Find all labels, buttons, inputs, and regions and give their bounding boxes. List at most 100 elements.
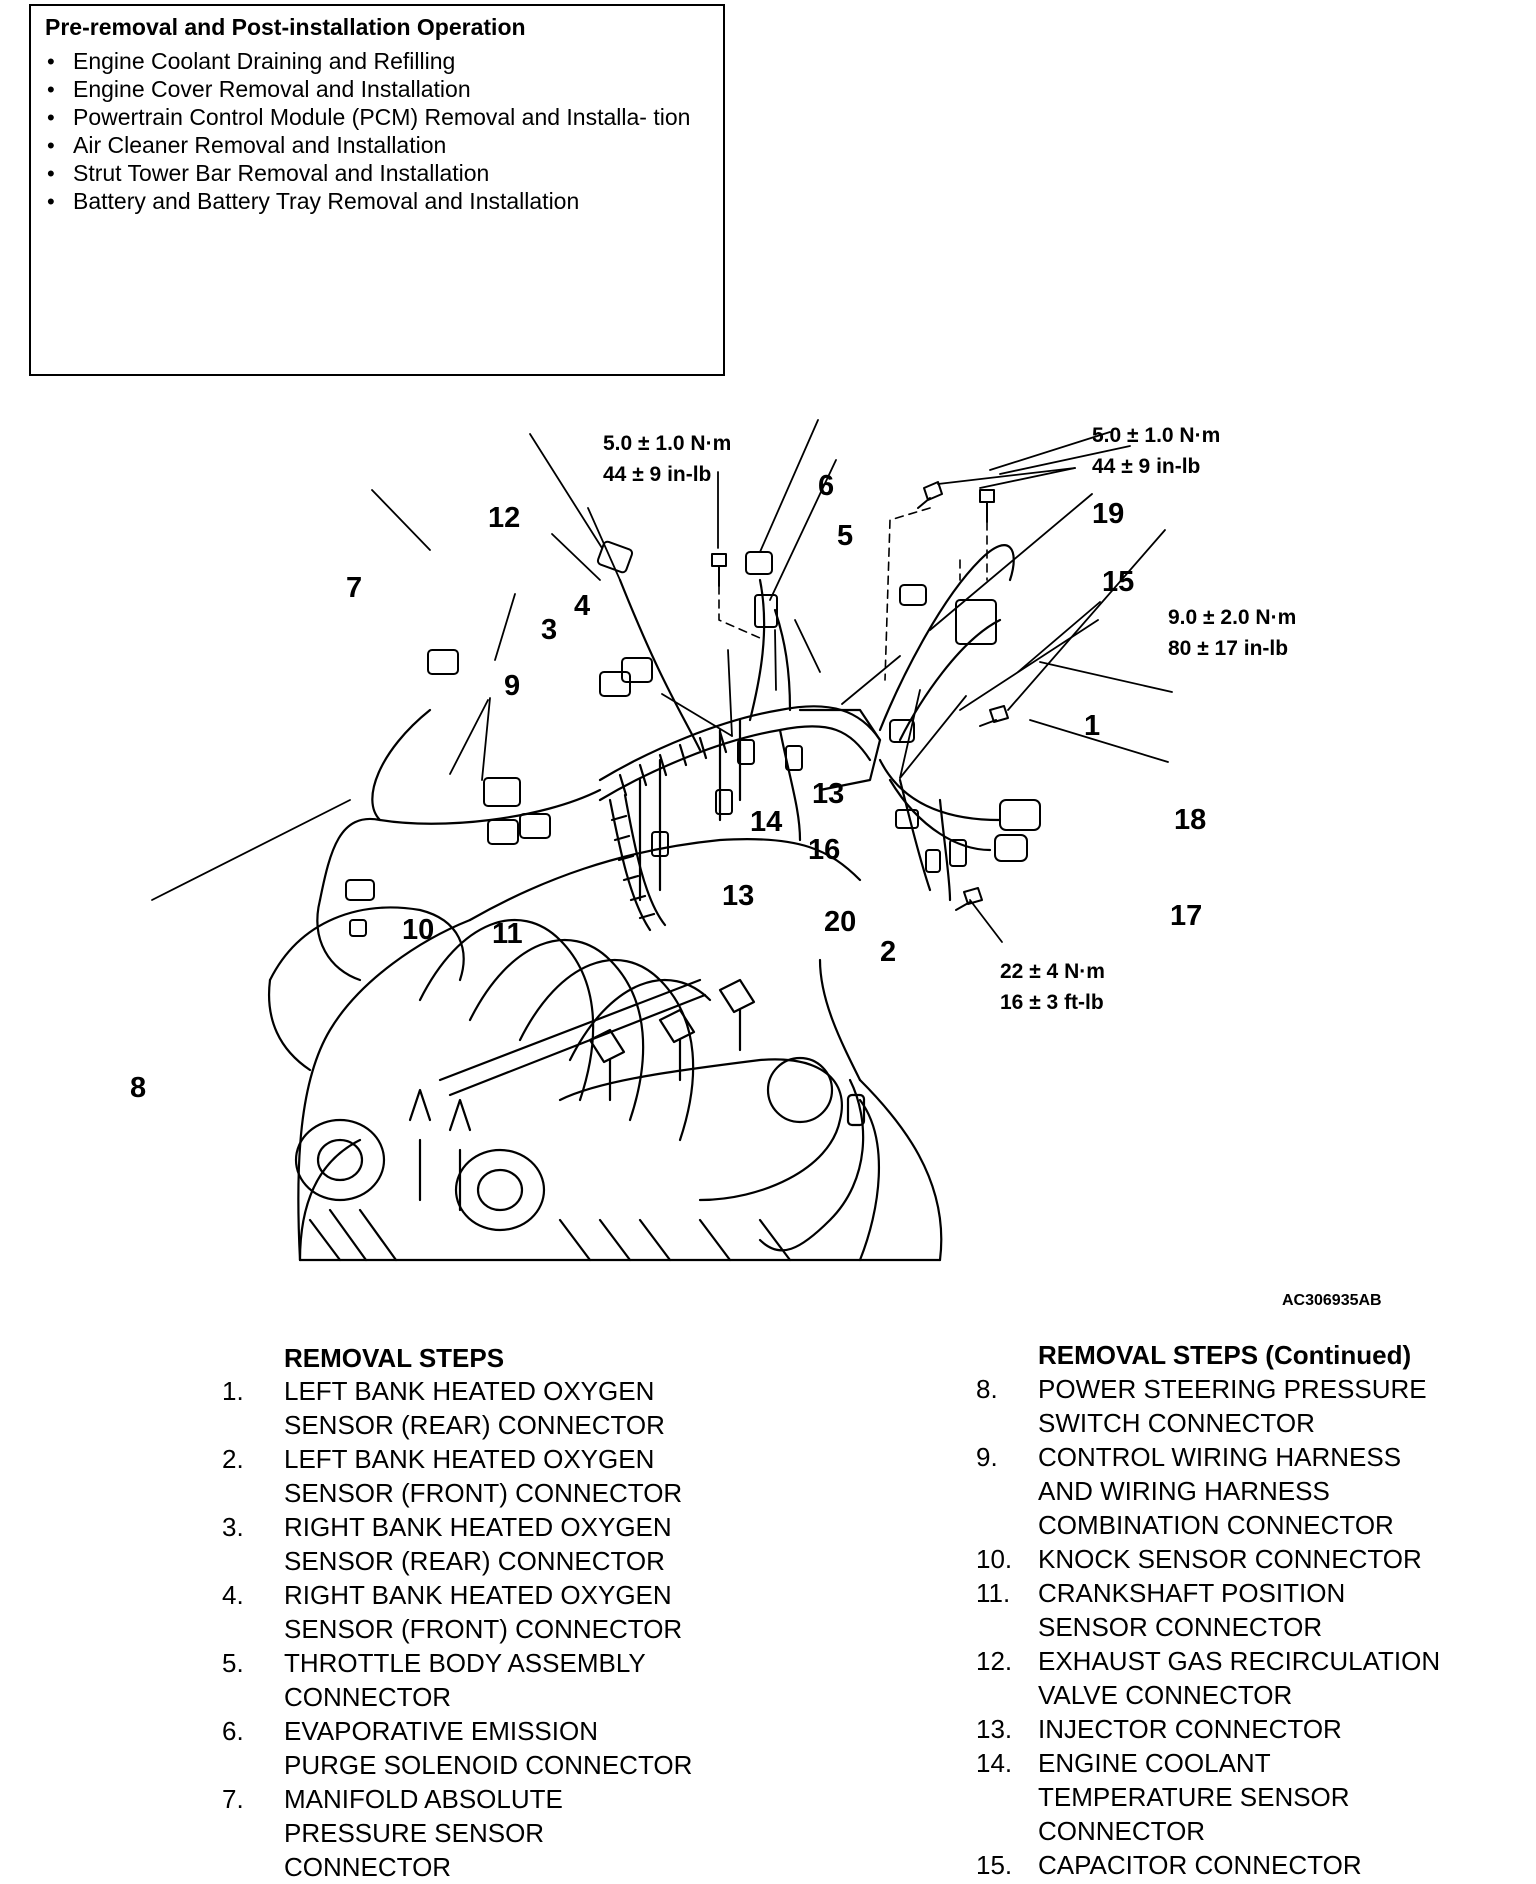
step-text: LEFT BANK HEATED OXYGEN: [284, 1444, 655, 1474]
step-text: CAPACITOR CONNECTOR: [1038, 1850, 1362, 1880]
step-number: 3.: [222, 1512, 244, 1542]
callout-10: 10: [402, 914, 435, 946]
torque-metric: 22 ± 4 N·m: [1000, 960, 1105, 983]
torque-imperial: 44 ± 9 in-lb: [603, 463, 712, 486]
callout-14: 14: [750, 806, 783, 838]
step-number: 1.: [222, 1376, 244, 1406]
step-number: 9.: [976, 1442, 998, 1472]
step-number: 6.: [222, 1716, 244, 1746]
step-text: TEMPERATURE SENSOR: [1038, 1782, 1350, 1812]
callout-1: 1: [1084, 710, 1101, 742]
engine-block-outline: [268, 837, 943, 1262]
step-text: SENSOR (FRONT) CONNECTOR: [284, 1478, 683, 1508]
callout-5: 5: [837, 520, 854, 552]
torque-metric: 5.0 ± 1.0 N·m: [1092, 424, 1221, 447]
step-text: PURGE SOLENOID CONNECTOR: [284, 1750, 693, 1780]
step-number: 4.: [222, 1580, 244, 1610]
callout-8: 8: [130, 1072, 147, 1104]
removal-step: 3. RIGHT BANK HEATED OXYGEN SENSOR (REAR…: [222, 1510, 782, 1578]
torque-metric: 5.0 ± 1.0 N·m: [603, 432, 732, 455]
step-number: 10.: [976, 1544, 1013, 1574]
torque-label-bolt-22: 22 ± 4 N·m 16 ± 3 ft-lb: [1000, 956, 1105, 1018]
removal-steps-continued-title: REMOVAL STEPS (Continued): [1038, 1340, 1412, 1370]
callout-19: 19: [1092, 498, 1125, 530]
removal-step: 2. LEFT BANK HEATED OXYGEN SENSOR (FRONT…: [222, 1442, 782, 1510]
step-text: INJECTOR CONNECTOR: [1038, 1714, 1342, 1744]
step-text: SENSOR (FRONT) CONNECTOR: [284, 1614, 683, 1644]
wiring-harness-diagram: 5.0 ± 1.0 N·m 44 ± 9 in-lb 5.0 ± 1.0 N·m…: [0, 380, 1536, 1309]
step-text: CONNECTOR: [1038, 1816, 1206, 1846]
removal-step: 9. CONTROL WIRING HARNESS AND WIRING HAR…: [976, 1440, 1536, 1542]
dashed-guides: [718, 507, 988, 681]
callout-16: 16: [808, 834, 841, 866]
step-number: 5.: [222, 1648, 244, 1678]
step-text: SENSOR (REAR) CONNECTOR: [284, 1410, 665, 1440]
step-text: CONNECTOR: [284, 1682, 452, 1712]
pre-removal-item: Powertrain Control Module (PCM) Removal …: [41, 104, 713, 131]
engine-illustration: [151, 419, 1173, 1262]
step-text: EXHAUST GAS RECIRCULATION: [1038, 1646, 1441, 1676]
pre-removal-box: Pre-removal and Post-installation Operat…: [29, 4, 725, 376]
step-text: SENSOR (REAR) CONNECTOR: [284, 1546, 665, 1576]
torque-imperial: 80 ± 17 in-lb: [1168, 637, 1289, 660]
step-text: CONTROL WIRING HARNESS: [1038, 1442, 1402, 1472]
step-text: EVAPORATIVE EMISSION: [284, 1716, 598, 1746]
removal-step: 6. EVAPORATIVE EMISSION PURGE SOLENOID C…: [222, 1714, 782, 1782]
step-number: 15.: [976, 1850, 1013, 1880]
torque-imperial: 16 ± 3 ft-lb: [1000, 991, 1104, 1014]
callout-4: 4: [574, 590, 591, 622]
torque-metric: 9.0 ± 2.0 N·m: [1168, 606, 1297, 629]
pre-removal-item: Engine Coolant Draining and Refilling: [41, 48, 713, 75]
removal-step: 10. KNOCK SENSOR CONNECTOR: [976, 1542, 1536, 1576]
callout-6: 6: [818, 470, 835, 502]
pre-removal-item: Engine Cover Removal and Installation: [41, 76, 713, 103]
pre-removal-list: Engine Coolant Draining and Refilling En…: [41, 48, 713, 216]
removal-step: 7. MANIFOLD ABSOLUTE PRESSURE SENSOR CON…: [222, 1782, 782, 1884]
removal-step: 15. CAPACITOR CONNECTOR: [976, 1848, 1536, 1882]
step-text: CONNECTOR: [284, 1852, 452, 1882]
step-number: 8.: [976, 1374, 998, 1404]
step-text: THROTTLE BODY ASSEMBLY: [284, 1648, 646, 1678]
callout-11: 11: [492, 918, 523, 950]
torque-imperial: 44 ± 9 in-lb: [1092, 455, 1201, 478]
step-text: LEFT BANK HEATED OXYGEN: [284, 1376, 655, 1406]
removal-steps-right: REMOVAL STEPS (Continued) 8. POWER STEER…: [976, 1338, 1536, 1882]
leader-lines: [151, 419, 1173, 943]
torque-label-bolt-5-right: 5.0 ± 1.0 N·m 44 ± 9 in-lb: [1092, 420, 1220, 482]
callout-9: 9: [504, 670, 521, 702]
step-number: 13.: [976, 1714, 1013, 1744]
step-text: SWITCH CONNECTOR: [1038, 1408, 1315, 1438]
removal-step: 5. THROTTLE BODY ASSEMBLY CONNECTOR: [222, 1646, 782, 1714]
removal-step: 1. LEFT BANK HEATED OXYGEN SENSOR (REAR)…: [222, 1374, 782, 1442]
callout-3: 3: [541, 614, 558, 646]
step-number: 12.: [976, 1646, 1013, 1676]
step-text: SENSOR CONNECTOR: [1038, 1612, 1323, 1642]
step-text: CRANKSHAFT POSITION: [1038, 1578, 1346, 1608]
step-text: PRESSURE SENSOR: [284, 1818, 545, 1848]
callout-2: 2: [880, 936, 897, 968]
step-number: 2.: [222, 1444, 244, 1474]
torque-label-bolt-5-left: 5.0 ± 1.0 N·m 44 ± 9 in-lb: [603, 428, 731, 490]
callout-13-upper: 13: [812, 778, 845, 810]
connector-shapes: [345, 540, 1041, 937]
step-text: RIGHT BANK HEATED OXYGEN: [284, 1580, 672, 1610]
callout-13-lower: 13: [722, 880, 755, 912]
removal-step: 8. POWER STEERING PRESSURE SWITCH CONNEC…: [976, 1372, 1536, 1440]
callout-12: 12: [488, 502, 521, 534]
step-text: VALVE CONNECTOR: [1038, 1680, 1293, 1710]
callout-18: 18: [1174, 804, 1207, 836]
pre-removal-item: Strut Tower Bar Removal and Installation: [41, 160, 713, 187]
removal-step: 13. INJECTOR CONNECTOR: [976, 1712, 1536, 1746]
callout-7: 7: [346, 572, 363, 604]
removal-steps-left: REMOVAL STEPS 1. LEFT BANK HEATED OXYGEN…: [222, 1342, 782, 1884]
step-number: 11.: [976, 1578, 1011, 1608]
callout-17: 17: [1170, 900, 1203, 932]
bolt-shapes: [711, 481, 1009, 911]
step-number: 14.: [976, 1748, 1013, 1778]
removal-step: 14. ENGINE COOLANT TEMPERATURE SENSOR CO…: [976, 1746, 1536, 1848]
step-text: KNOCK SENSOR CONNECTOR: [1038, 1544, 1422, 1574]
removal-step: 11. CRANKSHAFT POSITION SENSOR CONNECTOR: [976, 1576, 1536, 1644]
step-text: POWER STEERING PRESSURE: [1038, 1374, 1427, 1404]
removal-steps-title: REMOVAL STEPS: [284, 1343, 505, 1373]
removal-step: 4. RIGHT BANK HEATED OXYGEN SENSOR (FRON…: [222, 1578, 782, 1646]
